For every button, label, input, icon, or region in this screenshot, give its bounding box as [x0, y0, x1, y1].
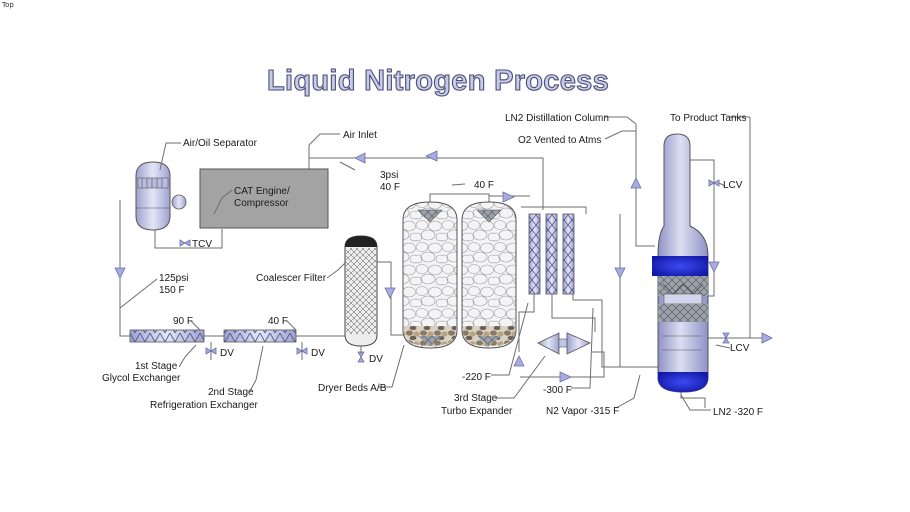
dv-valve-3-icon	[357, 346, 365, 363]
label-temp-150f: 150 F	[159, 285, 185, 296]
label-n2-vapor: N2 Vapor -315 F	[546, 406, 619, 417]
leader-lines	[119, 116, 731, 411]
arrow-inlet-right-icon	[425, 150, 438, 162]
label-pressure-125psi: 125psi	[159, 273, 188, 284]
label-ln2-minus320: LN2 -320 F	[713, 407, 763, 418]
label-dv-2: DV	[311, 348, 325, 359]
label-temp-40f-inlet: 40 F	[380, 182, 400, 193]
valves	[179, 179, 730, 363]
arrow-coalescer-down-icon	[384, 287, 396, 299]
label-refrig-line2: Refrigeration Exchanger	[150, 400, 259, 411]
label-glycol-line2: Glycol Exchanger	[102, 373, 181, 384]
label-air-inlet: Air Inlet	[343, 130, 377, 141]
label-temp-minus300: -300 F	[543, 385, 572, 396]
tcv-valve-icon	[179, 239, 191, 247]
refrigeration-exchanger	[223, 329, 297, 343]
dv-valve-2-icon	[296, 342, 308, 360]
label-ln2-column: LN2 Distillation Column	[505, 113, 609, 124]
label-to-product-tanks: To Product Tanks	[670, 113, 747, 124]
cold-box-exchangers	[528, 213, 575, 295]
flow-arrows	[114, 150, 773, 383]
label-dryer-beds: Dryer Beds A/B	[318, 383, 387, 394]
arrow-dryer-top-icon	[502, 191, 515, 203]
label-turbo-line1: 3rd Stage	[454, 393, 498, 404]
diagram-title: Liquid Nitrogen Process	[267, 65, 609, 97]
label-temp-90f: 90 F	[173, 316, 193, 327]
ln2-distillation-column	[652, 133, 709, 393]
label-lcv-top: LCV	[723, 180, 743, 191]
label-o2-vented: O2 Vented to Atms	[518, 135, 601, 146]
label-temp-minus220: -220 F	[462, 372, 491, 383]
label-refrig-line1: 2nd Stage	[208, 387, 254, 398]
arrow-turbo-out-icon	[559, 371, 572, 383]
dv-valve-1-icon	[205, 342, 217, 360]
view-label: Top	[2, 1, 14, 9]
arrow-product-out-icon	[761, 332, 773, 344]
label-cat-engine-line2: Compressor	[234, 198, 289, 209]
turbo-expander	[537, 332, 591, 355]
piping	[119, 116, 762, 408]
coalescer-filter	[344, 235, 378, 347]
labels: Air/Oil Separator Air Inlet CAT Engine/ …	[102, 113, 763, 418]
label-cat-engine-line1: CAT Engine/	[234, 186, 290, 197]
label-air-oil-separator: Air/Oil Separator	[183, 138, 258, 149]
label-dv-3: DV	[369, 354, 383, 365]
arrow-air-inlet-icon	[354, 152, 366, 164]
arrow-column-feed-icon	[614, 267, 626, 279]
lcv-top-valve-icon	[708, 179, 720, 187]
label-turbo-line2: Turbo Expander	[441, 406, 513, 417]
arrow-turbo-in-icon	[513, 355, 525, 367]
arrow-lcv-top-down-icon	[708, 261, 720, 273]
label-glycol-line1: 1st Stage	[135, 361, 178, 372]
label-lcv-bottom: LCV	[730, 343, 750, 354]
lcv-bottom-valve-icon	[722, 332, 730, 344]
dryer-bed-b	[461, 201, 517, 349]
label-pressure-3psi: 3psi	[380, 170, 398, 181]
label-coalescer-filter: Coalescer Filter	[256, 273, 327, 284]
label-temp-40f-refrig: 40 F	[268, 316, 288, 327]
label-dv-1: DV	[220, 348, 234, 359]
label-tcv: TCV	[192, 239, 212, 250]
air-oil-separator	[135, 161, 187, 231]
glycol-exchanger	[129, 329, 205, 343]
label-temp-40f-dryer: 40 F	[474, 180, 494, 191]
arrow-column-up-icon	[630, 177, 642, 189]
dryer-bed-a	[402, 201, 458, 349]
arrow-separator-down-icon	[114, 267, 126, 279]
